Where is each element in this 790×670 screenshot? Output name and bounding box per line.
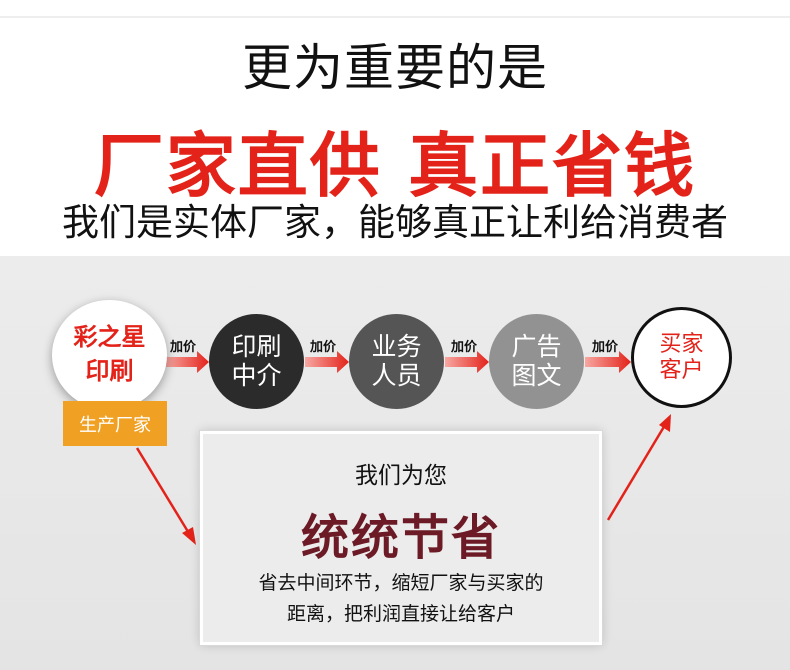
- middleman-line-1: 印刷: [231, 331, 282, 361]
- savings-to-buyer-arrow: [606, 414, 671, 521]
- top-divider: [0, 16, 790, 18]
- factory-name: 彩之星: [73, 323, 146, 352]
- markup-arrow-3: [445, 351, 489, 373]
- savings-description: 省去中间环节，缩短厂家与买家的 距离，把利润直接让给客户: [203, 568, 599, 630]
- factory-circle: 彩之星 印刷: [52, 300, 167, 410]
- ad-line-2: 图文: [511, 360, 562, 390]
- buyer-line-1: 买家: [659, 332, 704, 358]
- markup-label-4: 加价: [592, 340, 619, 355]
- sales-line-2: 人员: [371, 360, 422, 390]
- sales-line-1: 业务: [371, 331, 422, 361]
- savings-desc-line-2: 距离，把利润直接让给客户: [286, 603, 515, 625]
- markup-arrow-1: [166, 351, 209, 373]
- savings-title: 我们为您: [355, 463, 447, 489]
- buyer-circle: 买家 客户: [631, 307, 732, 408]
- savings-headline: 统统节省: [300, 510, 501, 566]
- factory-to-savings-arrow: [135, 447, 196, 545]
- buyer-line-2: 客户: [659, 357, 704, 383]
- markup-label-3: 加价: [451, 340, 478, 355]
- sales-circle: 业务 人员: [349, 314, 444, 409]
- middleman-line-2: 中介: [231, 360, 282, 390]
- ad-line-1: 广告: [511, 331, 562, 361]
- header-line-1: 更为重要的是: [242, 39, 548, 97]
- markup-label-1: 加价: [170, 340, 197, 355]
- middleman-circle: 印刷 中介: [209, 314, 304, 409]
- header-section: [0, 0, 790, 255]
- markup-arrow-2: [305, 351, 349, 373]
- savings-desc-line-1: 省去中间环节，缩短厂家与买家的: [258, 572, 544, 594]
- factory-badge: 生产厂家: [63, 401, 167, 446]
- header-line-3: 我们是实体厂家，能够真正让利给消费者: [62, 201, 728, 244]
- ad-circle: 广告 图文: [489, 314, 584, 409]
- markup-arrow-4: [585, 351, 631, 373]
- factory-name-line2: 印刷: [85, 357, 134, 385]
- savings-box: 我们为您 统统节省 省去中间环节，缩短厂家与买家的 距离，把利润直接让给客户: [200, 431, 602, 645]
- markup-label-2: 加价: [310, 340, 337, 355]
- header-headline: 厂家直供 真正省钱: [93, 125, 697, 207]
